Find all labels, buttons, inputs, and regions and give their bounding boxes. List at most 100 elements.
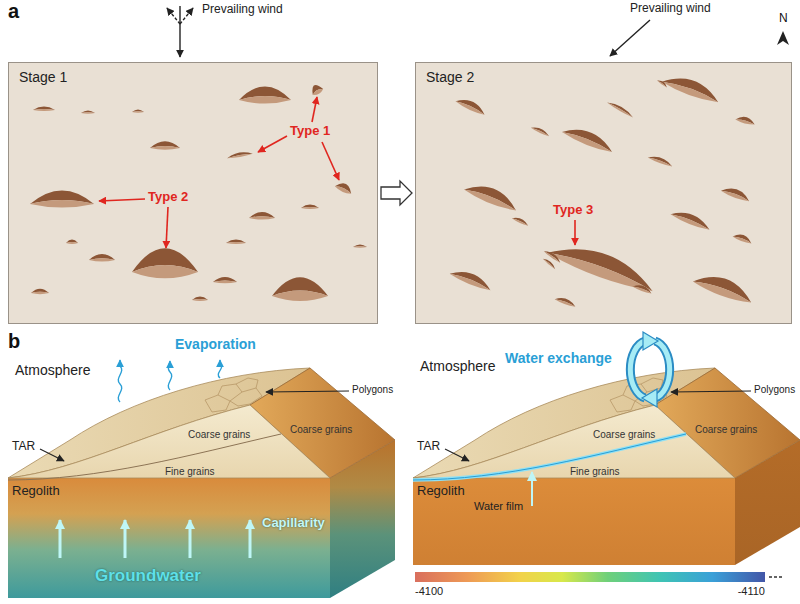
process-label: Water exchange — [505, 350, 612, 366]
label-anchor: Prevailing wind — [202, 3, 283, 17]
art-path — [118, 360, 121, 402]
art-polygon — [413, 478, 735, 565]
evaporation-waves — [118, 360, 221, 402]
label-anchor: Polygons — [754, 384, 795, 396]
art-use — [546, 235, 659, 296]
label-anchor: Water exchange — [505, 350, 612, 366]
art-use — [670, 207, 713, 232]
label-anchor: Groundwater — [95, 566, 201, 586]
art-line — [189, 520, 192, 558]
label-anchor: TAR — [417, 440, 440, 454]
art-line — [574, 220, 576, 245]
art-path — [413, 434, 686, 480]
label-anchor: Atmosphere — [420, 358, 495, 374]
grain-label: Coarse grains — [290, 424, 352, 436]
art-use — [542, 257, 556, 270]
panel-ground — [8, 62, 378, 324]
label-anchor: Evaporation — [175, 336, 256, 352]
art-polygon — [8, 478, 330, 598]
art-use — [226, 240, 246, 244]
feature-label: Polygons — [754, 384, 795, 396]
type-pointers — [99, 97, 575, 248]
feature-label: TAR — [12, 440, 35, 454]
grain-label: Coarse grains — [593, 429, 655, 441]
label-anchor: Capillarity — [262, 516, 325, 531]
wind-label: Prevailing wind — [630, 2, 711, 16]
art-line — [40, 449, 64, 461]
art-use — [732, 232, 753, 245]
art-use — [449, 266, 494, 292]
art-use — [301, 205, 319, 209]
art-use — [735, 114, 756, 125]
label-anchor: Atmosphere — [15, 362, 90, 378]
art-use — [227, 150, 253, 159]
art-use — [692, 269, 756, 306]
art-line — [671, 391, 751, 392]
label-anchor: Fine grains — [165, 466, 214, 478]
art-use — [272, 277, 328, 301]
label-anchor: Coarse grains — [695, 424, 757, 436]
art-use — [334, 180, 354, 195]
art-use — [455, 95, 488, 116]
panel-letter: a — [8, 0, 19, 23]
art-use — [239, 86, 291, 103]
process-label: Evaporation — [175, 336, 256, 352]
type-label: Type 2 — [148, 190, 188, 205]
art-use — [213, 277, 237, 283]
label-anchor: N — [779, 12, 788, 26]
grain-label: Coarse grains — [188, 429, 250, 441]
stage-panel: Stage 1 — [8, 62, 378, 324]
panel-ground — [415, 62, 792, 324]
art-line — [180, 8, 193, 24]
block-diagram-right — [413, 368, 800, 565]
art-use — [632, 283, 653, 295]
feature-label: Water film — [474, 500, 523, 513]
art-use — [607, 100, 635, 119]
feature-label: Polygons — [352, 384, 393, 396]
art-path — [413, 434, 686, 480]
art-use — [33, 107, 55, 111]
color-bar — [415, 572, 765, 582]
art-line — [59, 520, 62, 558]
grain-label: Coarse grains — [695, 424, 757, 436]
block-arrow — [381, 181, 412, 205]
label-anchor: Type 2 — [148, 190, 188, 205]
label-anchor: Coarse grains — [188, 429, 250, 441]
art-use — [309, 82, 324, 96]
scale-value: -4110 — [738, 585, 765, 598]
panel-title: Stage 2 — [426, 69, 781, 86]
label-anchor: Fine grains — [570, 466, 619, 478]
stage-panel: Stage 2 — [415, 62, 792, 324]
label-anchor: Water film — [474, 500, 523, 513]
type-label: Type 3 — [553, 203, 593, 218]
label-anchor: TAR — [12, 440, 35, 454]
art-line — [167, 8, 180, 24]
art-path — [218, 360, 221, 378]
art-use — [81, 110, 95, 113]
art-use — [554, 295, 577, 308]
layer-label: Regolith — [417, 484, 465, 499]
art-polygon — [642, 389, 657, 407]
art-use — [150, 141, 180, 150]
label-anchor: Coarse grains — [290, 424, 352, 436]
label-anchor: Coarse grains — [593, 429, 655, 441]
art-use — [132, 248, 198, 278]
feature-label: TAR — [417, 440, 440, 454]
art-polygon — [643, 332, 658, 350]
art-use — [657, 78, 669, 88]
panel-title: Stage 1 — [19, 69, 367, 86]
art-use — [66, 240, 78, 244]
art-use — [192, 297, 208, 301]
art-use — [531, 125, 551, 137]
art-use — [353, 244, 367, 247]
stage1-dunes — [30, 82, 367, 301]
label-anchor: Prevailing wind — [630, 2, 711, 16]
art-line — [610, 20, 650, 56]
art-line — [179, 6, 180, 57]
label-anchor: Type 1 — [290, 124, 330, 139]
art-line — [124, 520, 127, 558]
art-use — [463, 178, 521, 213]
